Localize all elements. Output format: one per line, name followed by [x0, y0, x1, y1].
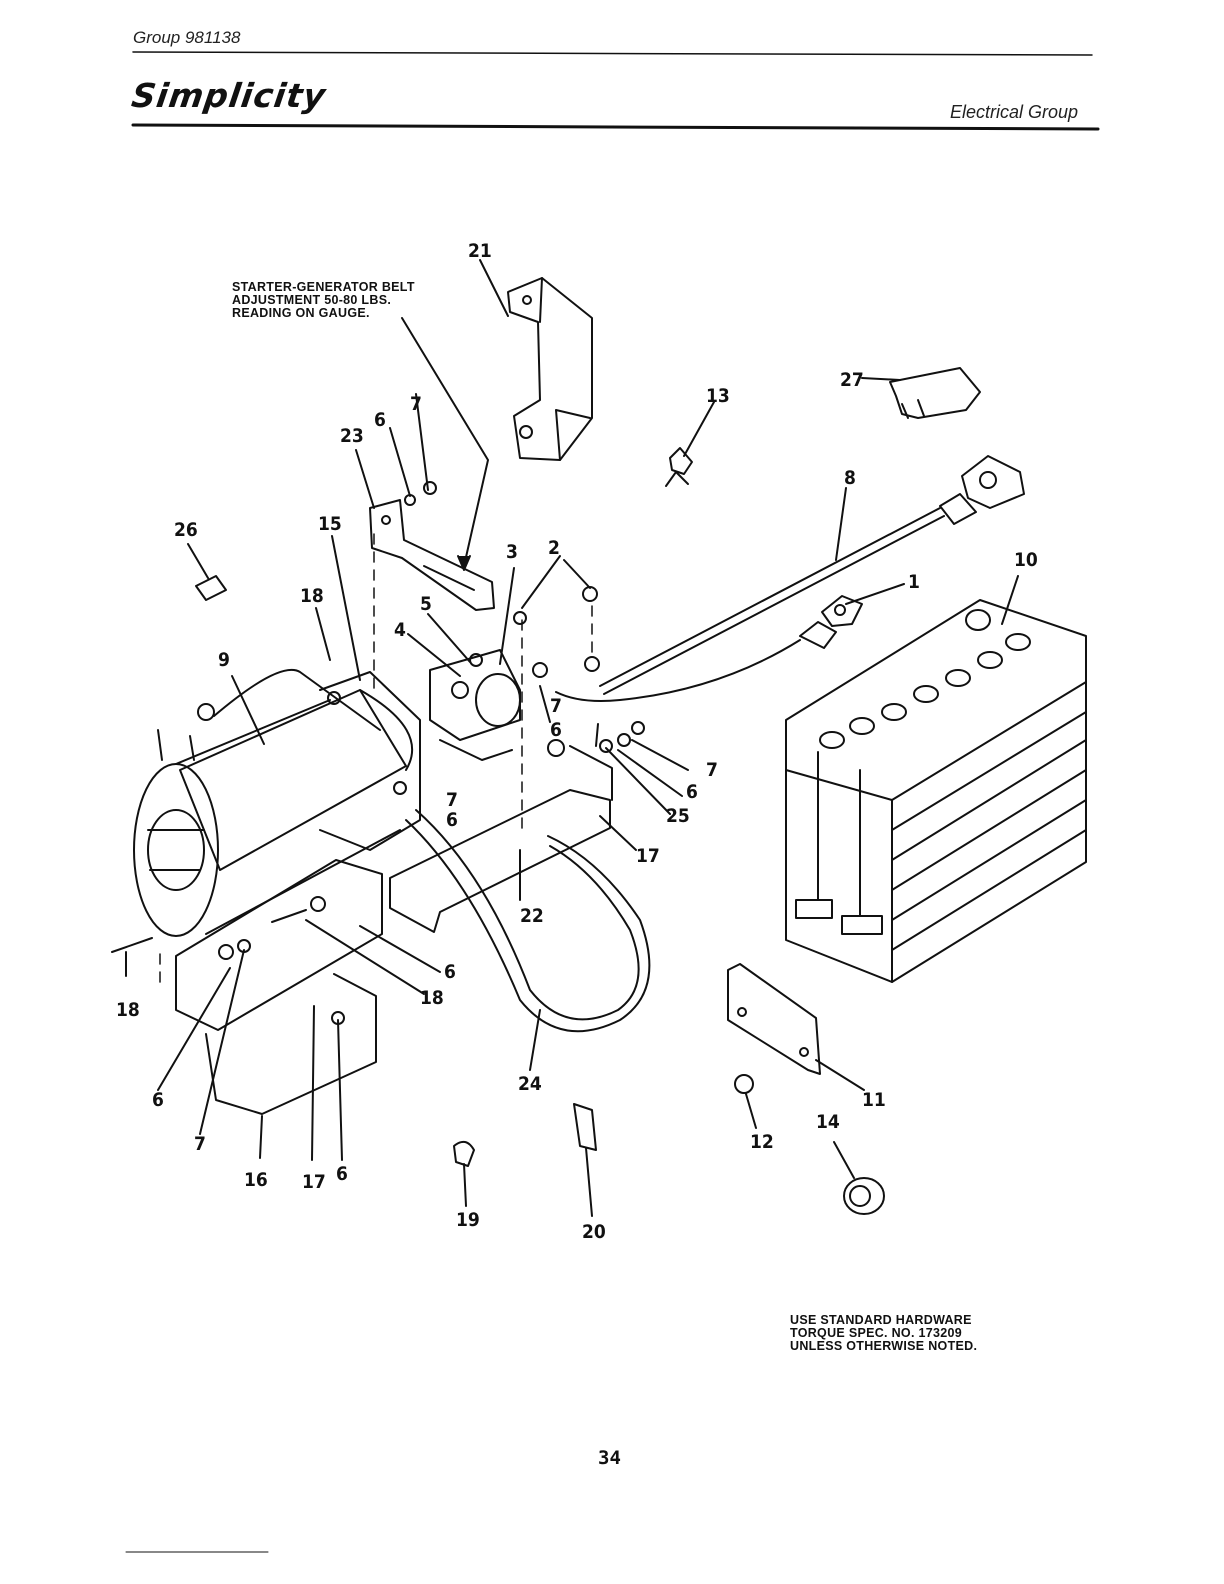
callout-23: 23	[340, 425, 364, 447]
callout-15: 15	[318, 513, 342, 535]
callout-18: 18	[420, 987, 444, 1009]
end-plate-15	[320, 672, 420, 850]
callout-20: 20	[582, 1221, 606, 1243]
clip-20	[574, 1104, 596, 1150]
battery-cable-8	[600, 456, 1024, 694]
terminal-boot-27	[890, 368, 980, 418]
nut-2	[583, 587, 597, 601]
mounting-bar-17	[390, 722, 644, 932]
nut-2	[514, 612, 526, 624]
callout-7: 7	[446, 789, 458, 811]
callout-7: 7	[706, 759, 718, 781]
lower-bracket-16	[112, 860, 382, 1114]
belt-adjustment-arrow	[402, 318, 488, 566]
battery-10	[786, 600, 1086, 982]
callout-19: 19	[456, 1209, 480, 1231]
callout-6: 6	[686, 781, 698, 803]
callout-1: 1	[908, 571, 920, 593]
callout-8: 8	[844, 467, 856, 489]
callout-6: 6	[550, 719, 562, 741]
callout-21: 21	[468, 240, 492, 262]
callout-18: 18	[116, 999, 140, 1021]
callout-7: 7	[410, 393, 422, 415]
washer	[585, 657, 599, 671]
callout-17: 17	[302, 1171, 326, 1193]
arrow-head	[458, 556, 470, 570]
callout-7: 7	[550, 695, 562, 717]
battery-holddown-11	[728, 964, 820, 1074]
adjustment-bracket-23	[370, 482, 494, 610]
callout-12: 12	[750, 1131, 774, 1153]
callout-4: 4	[394, 619, 406, 641]
callout-6: 6	[374, 409, 386, 431]
callout-7: 7	[194, 1133, 206, 1155]
header-rule-top	[133, 52, 1092, 55]
callout-5: 5	[420, 593, 432, 615]
washer	[533, 663, 547, 677]
clamp-26	[196, 576, 226, 600]
callout-6: 6	[446, 809, 458, 831]
nut-12	[735, 1075, 753, 1093]
callout-10: 10	[1014, 549, 1038, 571]
callout-13: 13	[706, 385, 730, 407]
callout-17: 17	[636, 845, 660, 867]
callout-11: 11	[862, 1089, 886, 1111]
clip-19	[454, 1142, 474, 1166]
solenoid-3	[430, 650, 520, 760]
cable-clip-13	[666, 448, 692, 486]
callout-25: 25	[666, 805, 690, 827]
mounting-bracket-21	[508, 278, 592, 460]
callout-14: 14	[816, 1111, 840, 1133]
starter-generator-9	[134, 670, 412, 936]
header-rule-bottom	[133, 125, 1098, 129]
callout-27: 27	[840, 369, 864, 391]
callout-6: 6	[152, 1089, 164, 1111]
callout-3: 3	[506, 541, 518, 563]
callout-26: 26	[174, 519, 198, 541]
callout-2: 2	[548, 537, 560, 559]
callout-16: 16	[244, 1169, 268, 1191]
callout-6: 6	[444, 961, 456, 983]
callout-22: 22	[520, 905, 544, 927]
callout-24: 24	[518, 1073, 542, 1095]
grommet-14-inner	[850, 1186, 870, 1206]
callout-6: 6	[336, 1163, 348, 1185]
callout-18: 18	[300, 585, 324, 607]
callout-9: 9	[218, 649, 230, 671]
